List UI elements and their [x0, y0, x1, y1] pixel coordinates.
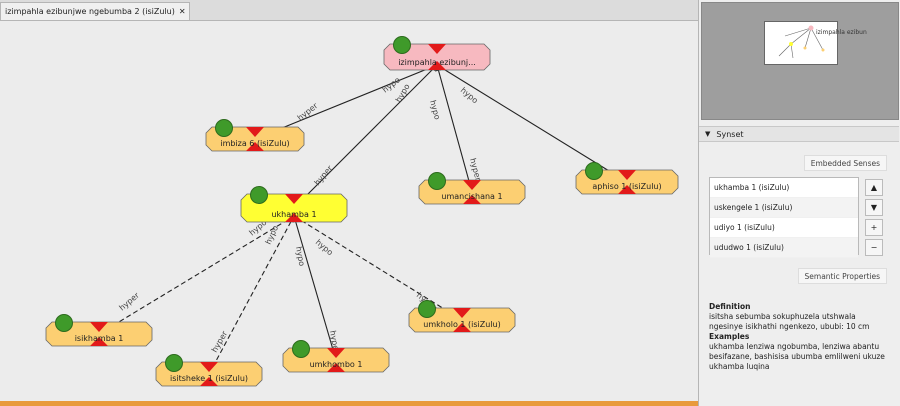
synset-header[interactable]: ▼ Synset — [699, 126, 899, 142]
preview-label: izimpahla ezibun — [816, 29, 867, 36]
node-label: isitsheke 1 (isiZulu) — [169, 374, 249, 383]
editor-tabbar: izimpahla ezibunjwe ngebumba 2 (isiZulu)… — [0, 0, 698, 21]
move-up-button[interactable]: ▲ — [865, 179, 883, 196]
chevron-down-icon[interactable]: ▼ — [705, 130, 711, 138]
hyper-marker-icon — [453, 308, 471, 318]
graph-node[interactable]: umkhombo 1 — [282, 340, 390, 373]
edge-label: hyper — [118, 290, 142, 312]
examples-title: Examples — [709, 332, 750, 341]
hypo-marker-icon — [618, 185, 636, 194]
graph-node[interactable]: aphiso 1 (isiZulu) — [575, 162, 679, 195]
relation-edge[interactable] — [293, 64, 438, 209]
preview-graph — [778, 25, 825, 59]
node-label: ukhamba 1 — [271, 210, 317, 219]
move-down-button[interactable]: ▼ — [865, 199, 883, 216]
graph-edges: hyperhypohyperhypohyperhypohyperhypohype… — [98, 64, 628, 375]
graph-node[interactable]: izimpahla ezibunj... — [383, 36, 491, 71]
hypo-marker-icon — [428, 61, 446, 70]
hypo-marker-icon — [246, 142, 264, 151]
status-dot-icon — [428, 172, 446, 190]
node-label: umkhombo 1 — [309, 360, 363, 369]
edge-label: hyper — [210, 329, 230, 354]
close-icon[interactable]: ✕ — [178, 7, 186, 16]
status-dot-icon — [585, 162, 603, 180]
node-label: isikhamba 1 — [74, 334, 124, 343]
graph-node[interactable]: isitsheke 1 (isiZulu) — [155, 354, 263, 387]
graph-node[interactable]: isikhamba 1 — [45, 314, 153, 347]
node-label: izimpahla ezibunj... — [398, 58, 476, 67]
definition-text: isitsha sebumba sokuphuzela utshwala nge… — [709, 312, 870, 331]
edge-label: hypo — [459, 86, 480, 106]
edge-label: hypo — [428, 99, 442, 121]
relation-edge[interactable] — [208, 215, 295, 375]
hyper-marker-icon — [463, 180, 481, 190]
hyper-marker-icon — [246, 127, 264, 137]
hyper-marker-icon — [200, 362, 218, 372]
synset-title: Synset — [716, 129, 744, 139]
edge-label: hyper — [296, 101, 320, 123]
graph-node[interactable]: ukhamba 1 — [240, 186, 348, 223]
hypo-marker-icon — [200, 377, 218, 386]
embedded-senses-label: Embedded Senses — [803, 155, 887, 171]
hypo-marker-icon — [90, 337, 108, 346]
node-shape — [240, 193, 348, 223]
node-shape — [575, 169, 679, 195]
hyper-marker-icon — [90, 322, 108, 332]
node-shape — [282, 347, 390, 373]
remove-sense-button[interactable]: − — [865, 239, 883, 256]
node-shape — [418, 179, 526, 205]
right-panel: izimpahla ezibun ▼ Synset Embedded Sense… — [698, 0, 900, 406]
list-item[interactable]: ukhamba 1 (isiZulu) — [710, 178, 858, 198]
definition-block: Definition isitsha sebumba sokuphuzela u… — [709, 302, 891, 372]
node-shape — [155, 361, 263, 387]
list-item[interactable]: udiyo 1 (isiZulu) — [710, 218, 858, 238]
edge-label: hypo — [294, 246, 306, 267]
status-dot-icon — [165, 354, 183, 372]
list-item[interactable]: ududwo 1 (isiZulu) — [710, 238, 858, 258]
node-label: imbiza 6 (isiZulu) — [220, 139, 290, 148]
status-dot-icon — [250, 186, 268, 204]
graph-node[interactable]: umancishana 1 — [418, 172, 526, 205]
hyper-marker-icon — [285, 194, 303, 204]
senses-list[interactable]: ukhamba 1 (isiZulu) uskengele 1 (isiZulu… — [709, 177, 859, 258]
hypo-marker-icon — [285, 213, 303, 222]
node-shape — [408, 307, 516, 333]
add-sense-button[interactable]: + — [865, 219, 883, 236]
hyper-marker-icon — [327, 348, 345, 358]
status-dot-icon — [292, 340, 310, 358]
node-shape — [383, 43, 491, 71]
preview-viewport[interactable] — [764, 21, 838, 65]
node-shape — [45, 321, 153, 347]
status-dot-icon — [55, 314, 73, 332]
graph-node[interactable]: umkholo 1 (isiZulu) — [408, 300, 516, 333]
tab-title: izimpahla ezibunjwe ngebumba 2 (isiZulu) — [5, 7, 175, 16]
hyper-marker-icon — [618, 170, 636, 180]
node-label: aphiso 1 (isiZulu) — [592, 182, 662, 191]
graph-preview[interactable]: izimpahla ezibun — [701, 2, 899, 120]
hypo-marker-icon — [463, 195, 481, 204]
list-item[interactable]: uskengele 1 (isiZulu) — [710, 198, 858, 218]
hypo-marker-icon — [453, 323, 471, 332]
status-dot-icon — [418, 300, 436, 318]
definition-title: Definition — [709, 302, 751, 311]
hyper-marker-icon — [428, 44, 446, 54]
examples-text: ukhamba lenziwa ngobumba, lenziwa abantu… — [709, 342, 885, 371]
status-dot-icon — [215, 119, 233, 137]
edge-label: hypo — [314, 238, 335, 258]
tab-graph[interactable]: izimpahla ezibunjwe ngebumba 2 (isiZulu)… — [0, 2, 190, 20]
status-strip — [0, 401, 698, 406]
relation-edge[interactable] — [98, 215, 295, 335]
node-label: umkholo 1 (isiZulu) — [423, 320, 501, 329]
node-label: umancishana 1 — [441, 192, 503, 201]
edge-label: hyper — [313, 163, 335, 187]
hypo-marker-icon — [327, 363, 345, 372]
semantic-properties-label: Semantic Properties — [797, 268, 887, 284]
graph-canvas[interactable]: hyperhypohyperhypohyperhypohyperhypohype… — [0, 21, 698, 401]
edge-label: hypo — [264, 224, 281, 246]
graph-node[interactable]: imbiza 6 (isiZulu) — [205, 119, 305, 152]
status-dot-icon — [393, 36, 411, 54]
